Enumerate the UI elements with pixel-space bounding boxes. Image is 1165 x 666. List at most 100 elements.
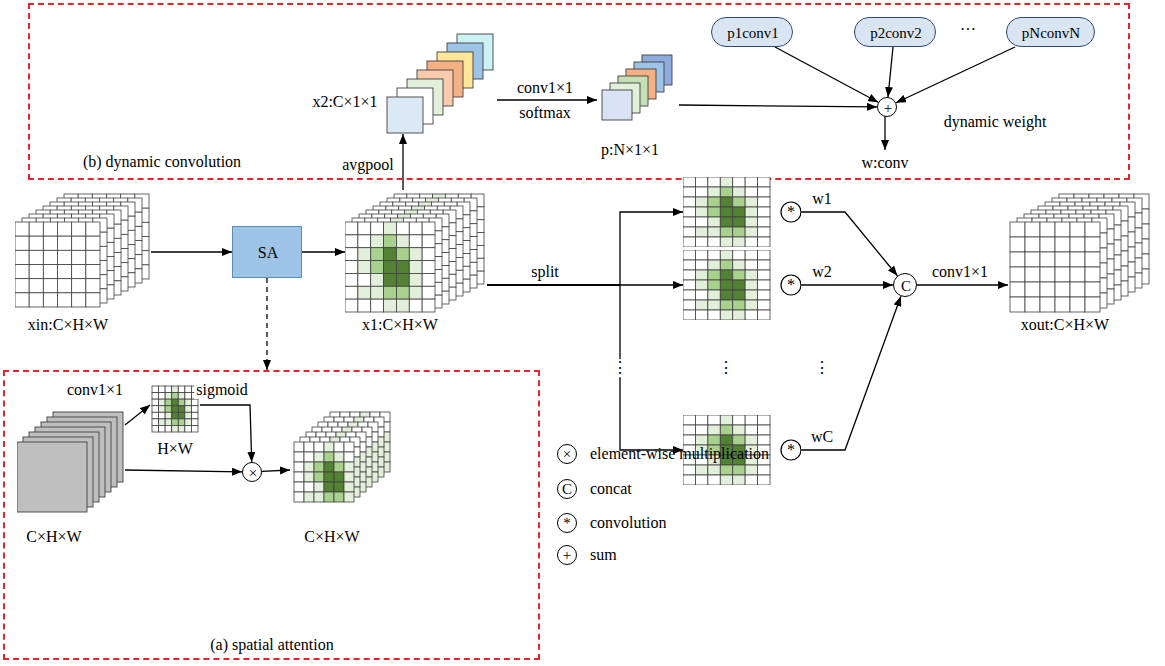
connector-arrow <box>679 105 877 107</box>
connector-arrow <box>402 134 403 190</box>
weighted-conv-pill: pNconvN <box>1006 17 1095 47</box>
node-label: × <box>249 465 257 482</box>
node-label: * <box>787 203 795 221</box>
edge-label: conv1×1 <box>65 381 125 399</box>
connector-arrow <box>200 405 252 462</box>
ellipsis: ⋮ <box>610 359 630 377</box>
connector-arrow <box>801 284 893 285</box>
node-label: * <box>787 276 795 294</box>
connector-arrow <box>125 405 150 425</box>
feature-map: x2:C×1×1 <box>307 30 497 134</box>
feature-map: xin:C×H×W <box>15 190 151 338</box>
connector-arrow <box>917 284 1008 285</box>
tensor-stack <box>294 412 390 502</box>
legend-text: convolution <box>590 514 666 532</box>
feature-illustration <box>15 190 151 338</box>
dashed-region: (a) spatial attention C×H×W H×W × C×H×W <box>3 370 540 660</box>
weighted-conv-pill: p1conv1 <box>711 17 793 47</box>
tensor-stack <box>387 34 493 133</box>
edge-label: avgpool <box>340 156 396 174</box>
legend-symbol: * <box>557 513 577 533</box>
tensor-stack <box>602 55 672 120</box>
node-label: xin:C×H×W <box>28 316 108 334</box>
legend-text: element-wise multiplication <box>590 445 769 463</box>
edge-label: conv1×1 <box>930 263 990 281</box>
node-label: C <box>901 278 911 295</box>
node-label: x2:C×1×1 <box>312 93 377 111</box>
feature-map: C×H×W <box>290 407 394 547</box>
node-label: (a) spatial attention <box>210 636 334 654</box>
node-label: x1:C×H×W <box>362 316 438 334</box>
split-map <box>683 250 770 320</box>
edge-label: conv1×1 <box>515 79 575 97</box>
tensor-stack <box>17 412 123 512</box>
connector-arrow <box>487 285 683 450</box>
connector-arrow <box>801 296 901 450</box>
edge-label: split <box>529 263 561 281</box>
node-label: (b) dynamic convolution <box>83 153 241 171</box>
node-label: C×H×W <box>26 528 81 546</box>
connector-arrow <box>888 47 893 97</box>
note-label: softmax <box>517 104 573 122</box>
node-label: * <box>787 441 795 459</box>
feature-map: xout:C×H×W <box>1008 190 1153 338</box>
node-label: xout:C×H×W <box>1021 316 1109 334</box>
connector-arrow <box>151 251 232 252</box>
connector-arrow <box>302 251 345 252</box>
tensor-stack <box>152 386 198 432</box>
node-label: p:N×1×1 <box>601 141 659 159</box>
feature-map: H×W <box>150 385 200 460</box>
connector-arrow <box>497 99 597 100</box>
feature-illustration <box>683 250 801 320</box>
split-feature-map: * <box>683 250 801 320</box>
conv-symbol <box>781 275 801 295</box>
node-label: SA <box>258 244 278 262</box>
edge-label: sigmoid <box>194 381 250 399</box>
feature-illustration <box>345 190 487 338</box>
node-label: p2conv2 <box>870 25 922 42</box>
feature-illustration <box>1008 190 1153 338</box>
ellipsis: ⋮ <box>716 359 736 377</box>
operator-circle: C <box>893 273 917 297</box>
edge-label: wC <box>809 428 835 446</box>
tensor-stack <box>345 194 484 312</box>
ellipsis: ⋮ <box>812 359 832 377</box>
node-label: C×H×W <box>304 528 359 546</box>
legend-text: concat <box>590 480 632 498</box>
connector-arrow <box>262 470 290 471</box>
ellipsis: ··· <box>958 21 978 39</box>
connector-arrow <box>896 47 1015 103</box>
split-feature-map: * <box>683 177 801 247</box>
edge-label: w1 <box>810 190 834 208</box>
note-label: dynamic weight <box>942 113 1049 131</box>
tensor-stack <box>15 194 149 307</box>
weight-arrow <box>884 115 885 150</box>
feature-map: p:N×1×1 <box>597 50 679 162</box>
attention-block: SA <box>232 226 302 278</box>
legend-symbol: × <box>557 444 577 464</box>
feature-illustration <box>290 407 394 547</box>
connector-arrow <box>487 212 683 285</box>
legend-text: sum <box>590 546 617 564</box>
legend-symbol: C <box>557 479 577 499</box>
feature-map: C×H×W <box>17 407 125 547</box>
feature-illustration <box>307 30 497 134</box>
operator-circle: × <box>242 462 262 482</box>
weighted-conv-pill: p2conv2 <box>854 17 936 47</box>
node-label: H×W <box>157 440 193 458</box>
edge-label: w2 <box>810 263 834 281</box>
feature-map: x1:C×H×W <box>345 190 487 338</box>
node-label: p1conv1 <box>727 25 779 42</box>
connector-arrow <box>125 470 242 472</box>
node-label: + <box>884 100 892 117</box>
operator-circle: + <box>877 97 897 117</box>
conv-symbol <box>781 202 801 222</box>
conv-symbol <box>781 440 801 460</box>
legend-symbol: + <box>557 545 577 565</box>
feature-illustration <box>17 407 125 547</box>
connector-arrow <box>266 278 267 370</box>
output-label: w:conv <box>859 154 910 172</box>
connector-arrow <box>775 47 878 102</box>
